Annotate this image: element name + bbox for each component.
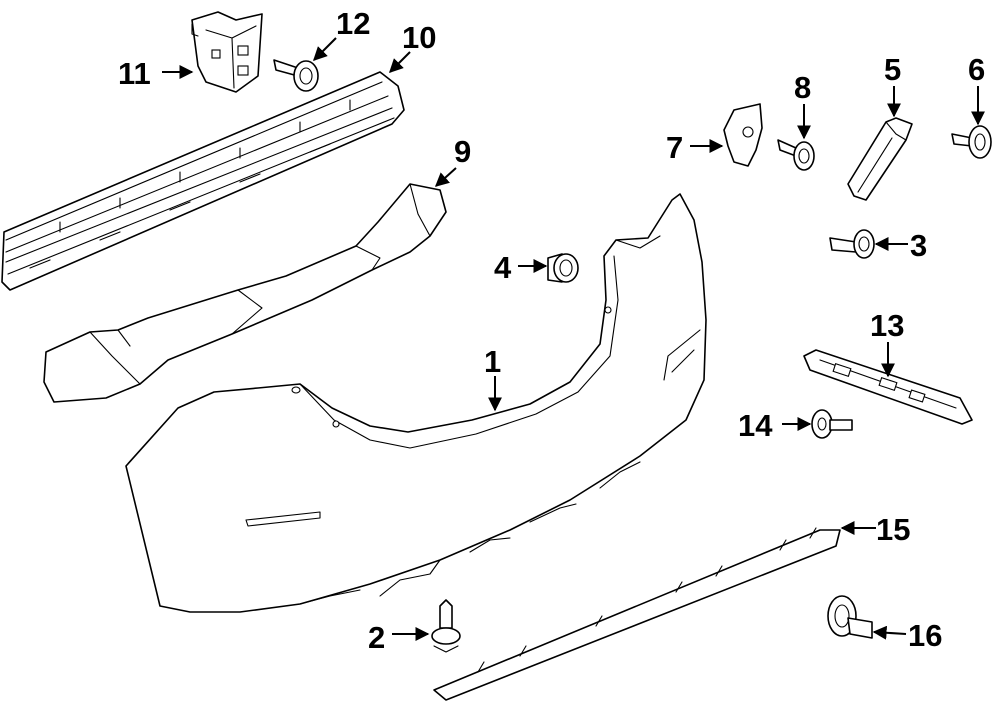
leader-10 — [389, 51, 411, 73]
bolt-12-part — [273, 59, 319, 92]
lower-molding-15-part — [433, 527, 841, 701]
leader-16 — [872, 625, 907, 640]
bumper-cover-part — [125, 193, 707, 613]
reinforcement-bar-part — [1, 71, 405, 291]
callout-8: 8 — [794, 70, 811, 105]
side-bracket-5-part — [847, 117, 913, 201]
reflector-13-part — [803, 349, 973, 425]
callout-6: 6 — [968, 52, 985, 87]
callout-1: 1 — [484, 344, 501, 379]
bolt-3-part — [829, 229, 875, 259]
callout-16: 16 — [908, 618, 942, 653]
bolt-8-part — [777, 139, 815, 171]
callout-2: 2 — [368, 620, 385, 655]
leader-9 — [434, 167, 457, 187]
callout-15: 15 — [876, 512, 910, 547]
clip-14-part — [811, 409, 853, 439]
callout-3: 3 — [910, 228, 927, 263]
retainer-nut-4-part — [547, 253, 579, 283]
push-pin-2-part — [431, 599, 461, 653]
grommet-clip-16-part — [827, 595, 873, 639]
callout-14: 14 — [738, 408, 773, 443]
callout-labels: 1 2 3 4 5 6 7 8 9 10 11 12 13 14 15 16 — [118, 6, 985, 655]
guide-bracket-7-part — [723, 103, 763, 167]
leader-lines — [162, 37, 985, 641]
callout-9: 9 — [454, 134, 471, 169]
callout-7: 7 — [666, 130, 683, 165]
callout-13: 13 — [870, 308, 904, 343]
leader-12 — [313, 37, 337, 61]
bolt-6-part — [951, 125, 992, 159]
callout-11: 11 — [118, 56, 151, 91]
bracket-part — [191, 11, 263, 93]
energy-absorber-part — [43, 183, 447, 403]
callout-12: 12 — [336, 6, 370, 41]
callout-10: 10 — [402, 20, 436, 55]
callout-4: 4 — [494, 250, 512, 285]
callout-5: 5 — [884, 52, 901, 87]
